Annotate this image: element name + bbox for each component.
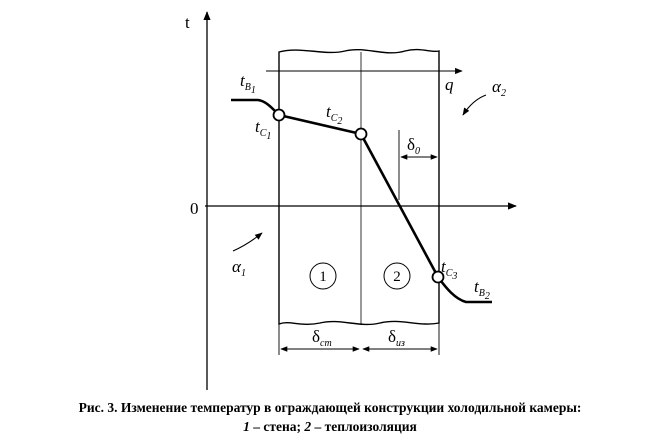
- zero-label: 0: [190, 199, 199, 218]
- alpha2-arrow: [462, 94, 487, 116]
- wall-body: [278, 48, 440, 326]
- label-tc3: tC3: [441, 257, 457, 282]
- point-tc1: [272, 108, 286, 122]
- zone-2-circle: [383, 262, 411, 290]
- zone-1-label: 1: [319, 269, 327, 285]
- point-tc3: [431, 270, 445, 284]
- delta0-label: δ0: [407, 135, 420, 157]
- zone-1-circle: [309, 262, 337, 290]
- caption-text-1: – стена;: [249, 419, 305, 434]
- label-alpha1: α1: [232, 257, 246, 279]
- point-tc2: [354, 127, 368, 141]
- figure-caption: Рис. 3. Изменение температур в ограждающ…: [0, 398, 660, 436]
- alpha1-arrow: [232, 232, 263, 252]
- q-label: q: [445, 75, 454, 94]
- zone-2-label: 2: [393, 269, 401, 285]
- caption-text-2: – теплоизоляция: [311, 419, 417, 434]
- delta-st-label: δст: [312, 327, 332, 349]
- caption-line-2: 1 – стена; 2 – теплоизоляция: [0, 417, 660, 436]
- label-tc1: tC1: [255, 117, 271, 142]
- caption-line-1: Рис. 3. Изменение температур в ограждающ…: [78, 400, 582, 415]
- label-tc2: tC2: [326, 102, 342, 127]
- caption-num-2: 2: [304, 419, 312, 434]
- label-tb1: tB1: [240, 71, 256, 96]
- label-tb2: tB2: [474, 277, 490, 302]
- caption-num-1: 1: [243, 419, 250, 434]
- t-axis-label: t: [185, 13, 190, 32]
- delta-iz-label: δиз: [388, 327, 405, 349]
- label-alpha2: α2: [492, 77, 506, 99]
